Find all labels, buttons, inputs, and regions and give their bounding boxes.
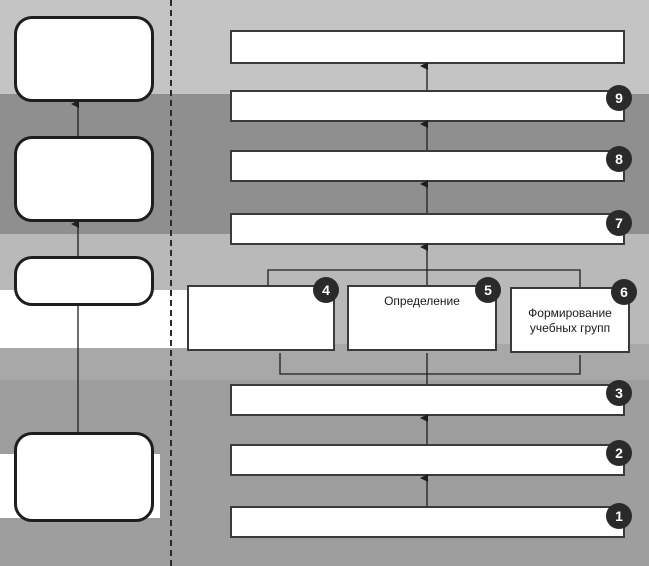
step-5-label: Определение — [384, 294, 460, 308]
step-number-6: 6 — [611, 279, 637, 305]
left-stage-box-1 — [14, 16, 154, 102]
left-stage-box-4 — [14, 432, 154, 522]
step-number-4: 4 — [313, 277, 339, 303]
step-box-2 — [230, 444, 625, 476]
dashed-divider — [170, 0, 172, 566]
step-number-9: 9 — [606, 85, 632, 111]
step-number-7: 7 — [606, 210, 632, 236]
step-number-2: 2 — [606, 440, 632, 466]
step-number-8: 8 — [606, 146, 632, 172]
step-number-5: 5 — [475, 277, 501, 303]
step-box-8 — [230, 150, 625, 182]
step-box-6 — [510, 287, 630, 353]
step-box-top — [230, 30, 625, 64]
step-6-label: Формирование учебных групп — [528, 306, 612, 335]
step-number-1: 1 — [606, 503, 632, 529]
step-box-4 — [187, 285, 335, 351]
step-box-5 — [347, 285, 497, 351]
step-box-1 — [230, 506, 625, 538]
step-number-3: 3 — [606, 380, 632, 406]
left-stage-box-2 — [14, 136, 154, 222]
step-box-9 — [230, 90, 625, 122]
left-stage-box-3 — [14, 256, 154, 306]
